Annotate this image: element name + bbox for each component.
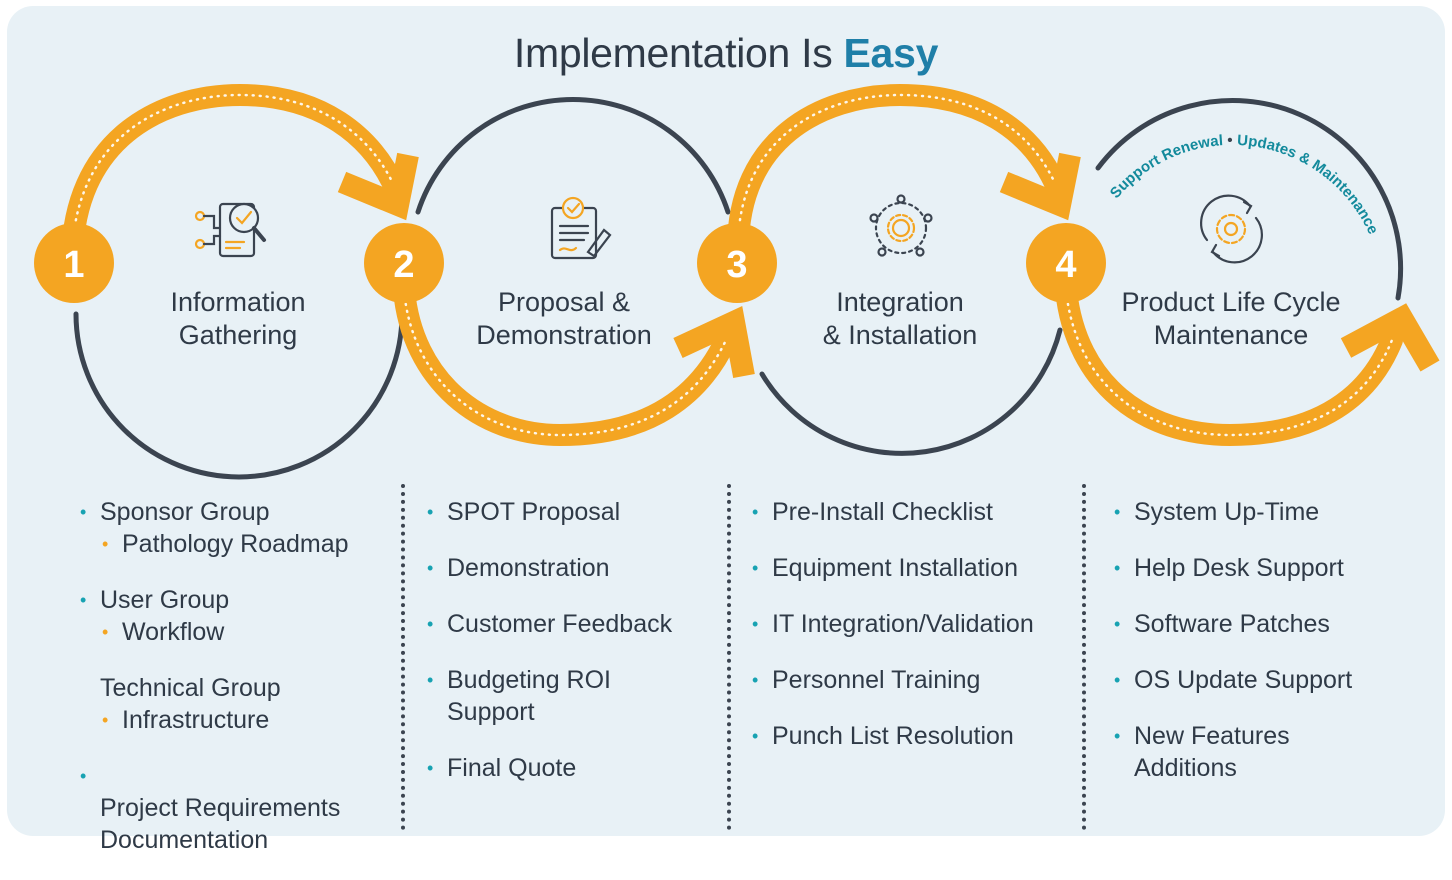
step-number-1: 1 [63,244,84,286]
step-label-1: Information Gathering [170,287,306,350]
step-badge-2: 2 [364,223,444,303]
list-item: •OS Update Support [1114,666,1353,694]
list-item: •Customer Feedback [427,610,673,638]
column-1: •Sponsor Group •Pathology Roadmap •User … [78,496,378,880]
list-item: •Punch List Resolution [752,722,1014,750]
document-search-icon [194,202,266,258]
column-2: •SPOT Proposal •Demonstration •Customer … [425,496,715,808]
list-item: •Sponsor Group •Pathology Roadmap [78,496,378,560]
list-item: Technical Group •Infrastructure [78,672,378,736]
list-item: •System Up-Time [1114,498,1320,526]
cycle-gear-icon [1200,194,1263,264]
page-title: Implementation Is Easy [0,30,1452,77]
step-label-3: Integration & Installation [822,287,978,350]
list-item: •New Features Additions [1114,722,1290,782]
list-item: •User Group •Workflow [78,584,378,648]
sub-item: •Pathology Roadmap [102,530,349,558]
sub-item: •Workflow [102,618,225,646]
list-item: •Help Desk Support [1114,554,1344,582]
arrowhead-1 [337,152,419,221]
column-separator [727,484,731,830]
title-accent: Easy [843,30,939,76]
arrowhead-4 [1340,303,1440,372]
list-item: •Budgeting ROI Support [427,666,611,726]
list-item: •Final Quote [427,754,577,782]
column-3: •Pre-Install Checklist •Equipment Instal… [750,496,1070,776]
title-prefix: Implementation Is [513,30,844,76]
step-badge-4: 4 [1026,223,1106,303]
sub-item: •Infrastructure [102,706,270,734]
proposal-checklist-icon [550,196,612,260]
step-label-2: Proposal & Demonstration [476,287,652,350]
list-item: •Equipment Installation [752,554,1018,582]
circle-4-upper-arc [1095,98,1404,301]
list-item: •Demonstration [427,554,610,582]
process-diagram: 1 2 3 4 [34,83,1440,480]
circle-1-lower-arc [73,311,405,480]
step-badge-1: 1 [34,223,114,303]
step-label-4: Product Life Cycle Maintenance [1121,287,1341,350]
step-number-4: 4 [1055,244,1076,286]
column-4: •System Up-Time •Help Desk Support •Soft… [1112,496,1412,808]
step-number-2: 2 [393,244,414,286]
circle-3-lower-arc [759,327,1063,456]
arrowhead-3 [999,152,1081,221]
list-item: •Pre-Install Checklist [752,498,993,526]
list-item: •SPOT Proposal [427,498,621,526]
list-item: •Personnel Training [752,666,981,694]
column-separator [401,484,405,830]
circle-2-upper-arc [415,97,731,215]
list-item: •IT Integration/Validation [752,610,1034,638]
arc-label: Support Renewal • Updates & Maintenance [1107,132,1382,237]
column-separator [1082,484,1086,830]
list-item: •Software Patches [1114,610,1330,638]
step-number-3: 3 [726,244,747,286]
integration-gear-network-icon [869,194,933,257]
step-badge-3: 3 [697,223,777,303]
arrowhead-2 [673,306,755,379]
orange-arc-3-4 [727,83,1069,259]
background-panel [7,6,1445,836]
